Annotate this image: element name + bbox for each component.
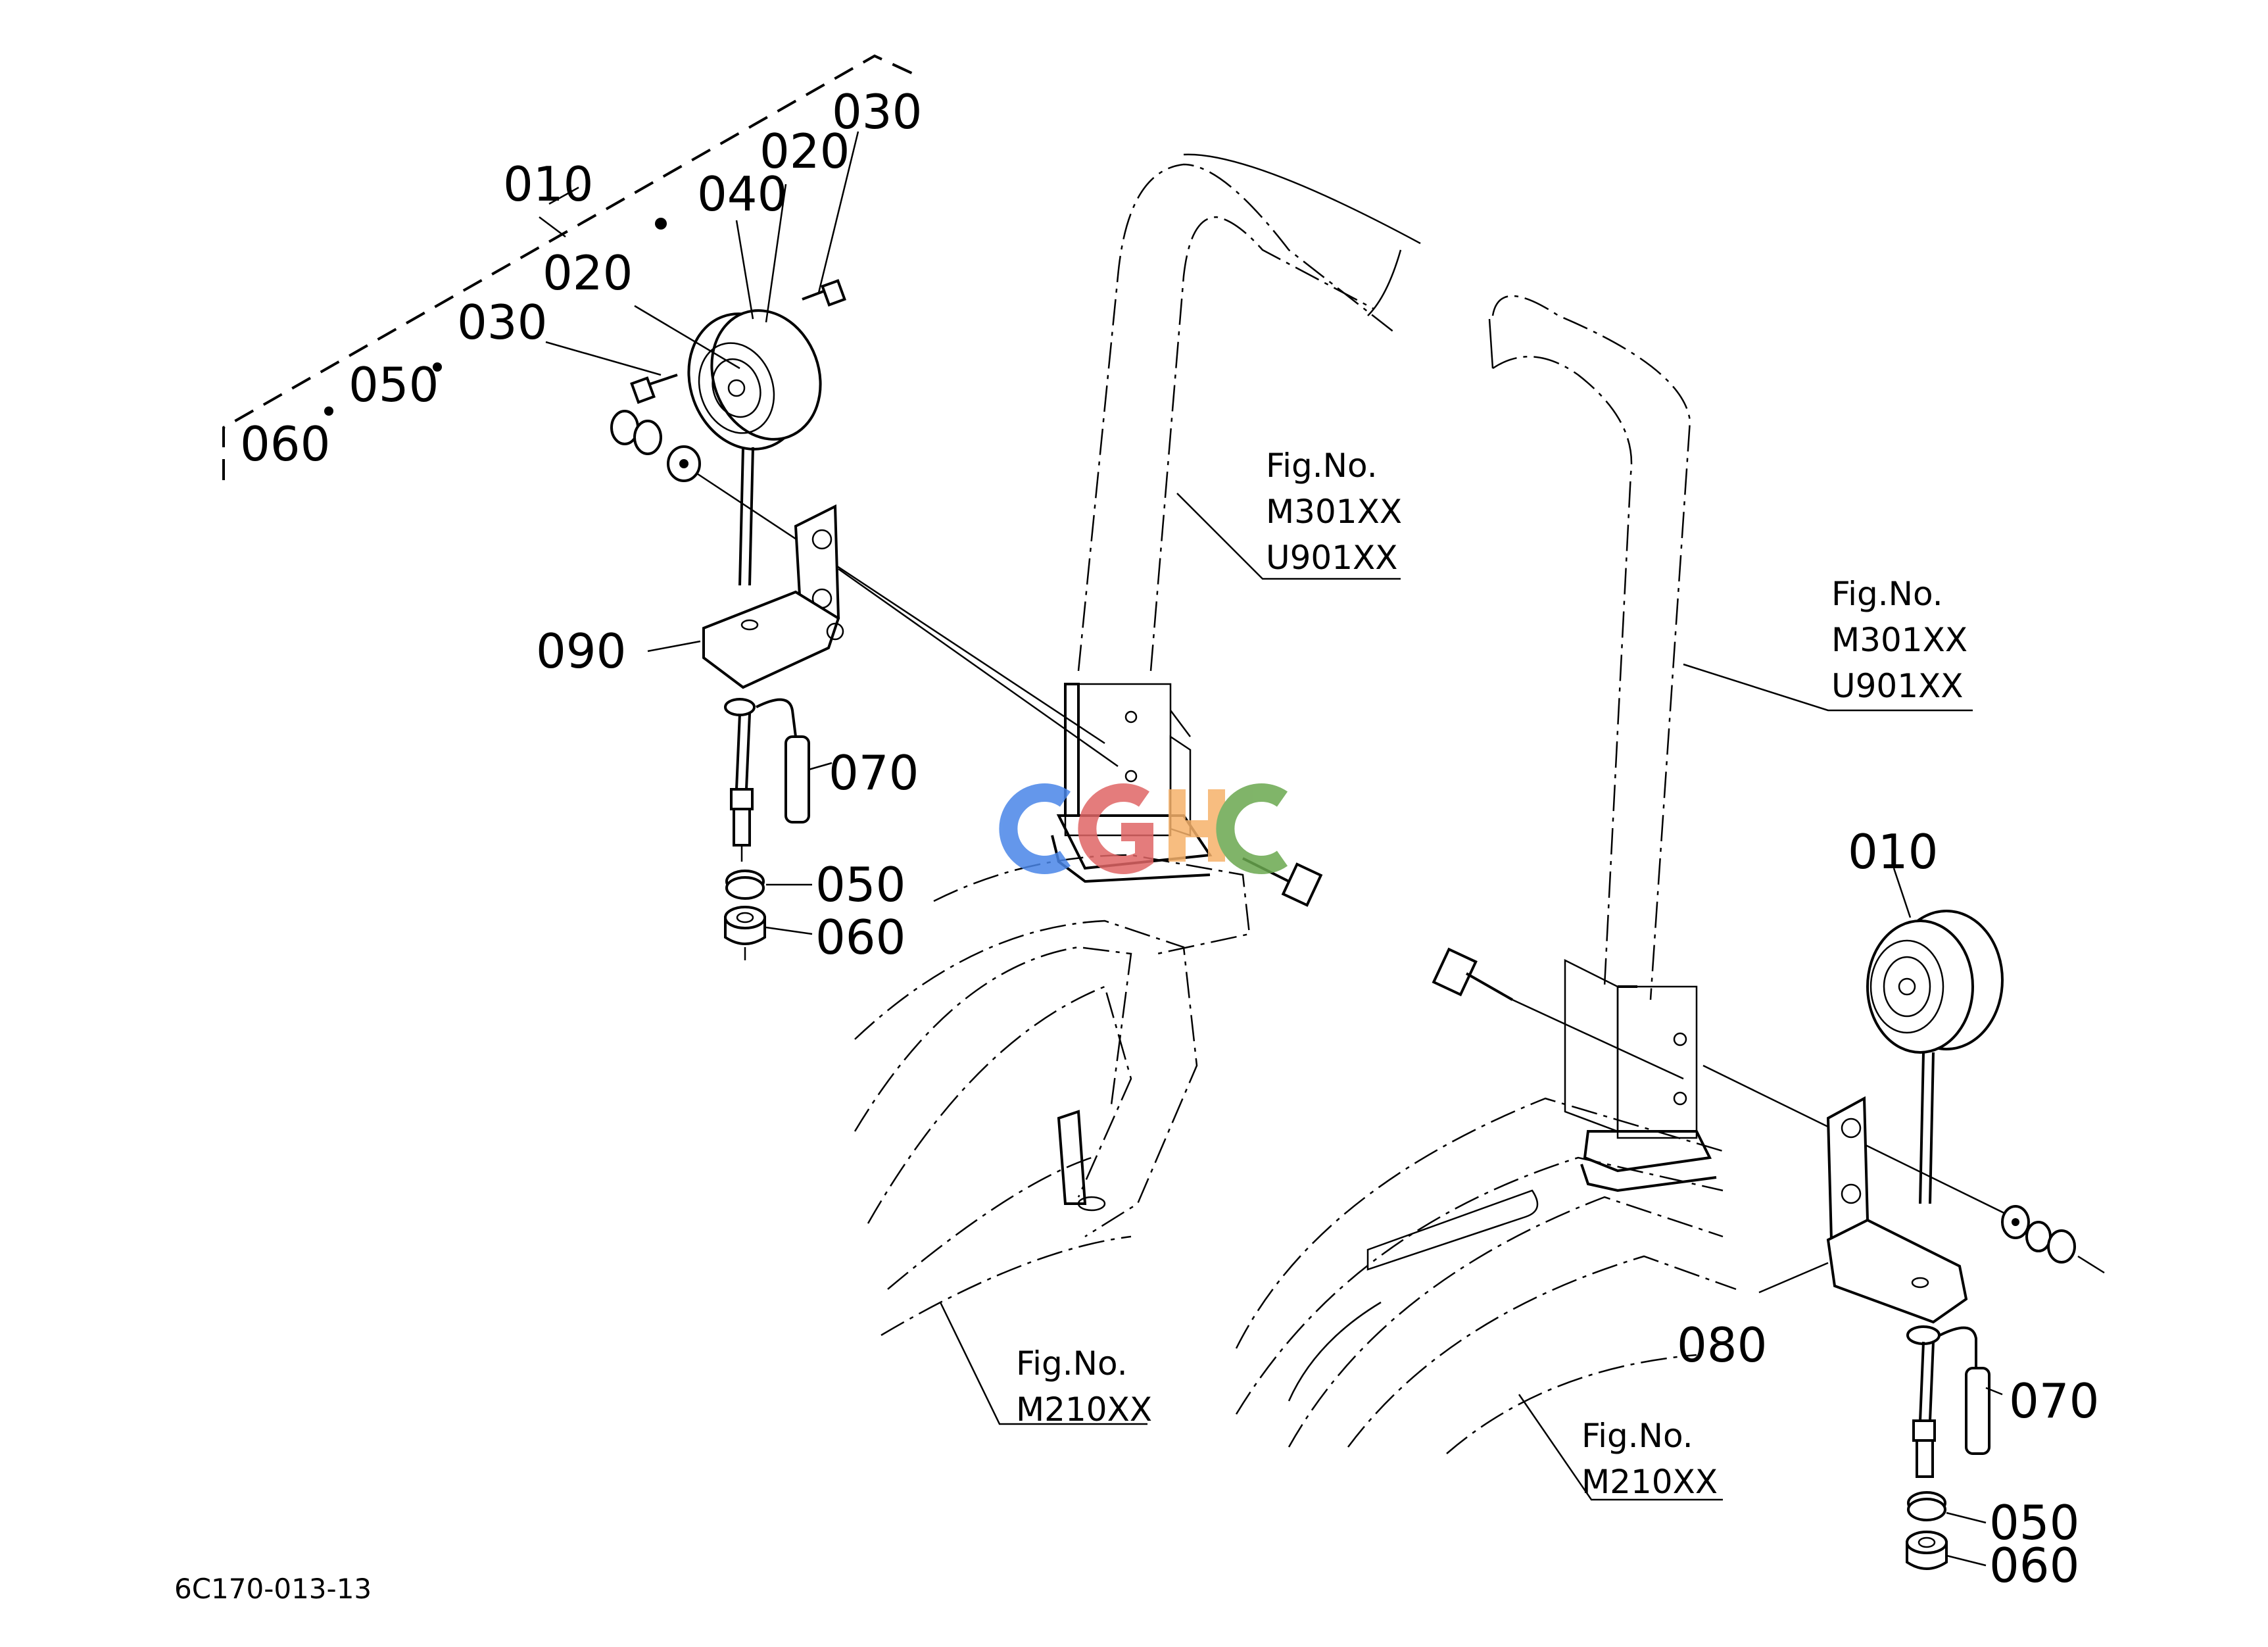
right-fender [1235, 1097, 1737, 1454]
left-bracket-090 [702, 504, 1119, 768]
kit-bracket-dashed [222, 54, 918, 480]
fig-ref-right-rops-line2: M301XX [1831, 621, 1967, 659]
callout-010-left: 010 [503, 157, 593, 212]
left-leader-lines [545, 131, 1401, 1425]
callout-060-left: 060 [815, 910, 905, 965]
callout-070-right: 070 [2009, 1373, 2099, 1429]
left-screws [630, 279, 846, 405]
callout-030-left-b: 030 [457, 295, 547, 350]
right-work-lamp [1702, 910, 2026, 1225]
fig-ref-left-fender-line2: M210XX [1016, 1390, 1152, 1429]
fig-ref-left-fender-line1: Fig.No. [1016, 1344, 1128, 1383]
callout-050-right: 050 [1989, 1495, 2079, 1550]
left-fender [854, 854, 1251, 1337]
right-nut-stack [1906, 1491, 1948, 1570]
right-bracket-080 [1826, 1096, 1968, 1324]
watermark-c-blue [999, 783, 1071, 874]
callout-080: 080 [1677, 1317, 1767, 1373]
left-nut-stack [724, 870, 766, 960]
left-assembly [222, 54, 1421, 1425]
right-leader-lines [1518, 663, 2003, 1567]
watermark-h-orange [1169, 789, 1225, 862]
fig-ref-right-rops-line3: U901XX [1831, 667, 1964, 705]
watermark-logo [999, 783, 1288, 874]
fig-ref-left-rops-line2: M301XX [1266, 493, 1402, 531]
fig-ref-left-rops-line1: Fig.No. [1266, 447, 1378, 485]
fig-ref-left-rops-line3: U901XX [1266, 539, 1398, 577]
right-cable-plug [1906, 1325, 1991, 1478]
rops-right-frame [1432, 295, 1717, 1192]
fig-ref-right-fender-line1: Fig.No. [1581, 1417, 1693, 1455]
callout-050-kit: 050 [349, 357, 439, 412]
callout-010-right: 010 [1848, 824, 1938, 879]
fig-ref-right-fender-line2: M210XX [1581, 1463, 1718, 1501]
fig-ref-right-rops-line1: Fig.No. [1831, 575, 1943, 613]
callout-030-left-a: 030 [832, 84, 922, 139]
callout-060-right: 060 [1989, 1538, 2079, 1593]
callout-020-left-a: 020 [760, 124, 850, 179]
left-lamp-hardware [610, 410, 1105, 745]
diagram-id: 6C170-013-13 [174, 1573, 372, 1605]
callout-020-left-b: 020 [543, 245, 633, 301]
callout-040-left: 040 [697, 166, 787, 222]
right-assembly [1235, 295, 2105, 1570]
watermark-c-green [1216, 783, 1288, 874]
right-lamp-hardware [2001, 1205, 2105, 1274]
left-work-lamp [687, 309, 822, 586]
callout-090: 090 [536, 624, 626, 679]
watermark-c-red [1078, 783, 1153, 874]
callout-050-left: 050 [815, 857, 905, 912]
callout-070-left: 070 [829, 745, 919, 800]
callout-060-kit: 060 [240, 416, 330, 472]
left-cable-plug [724, 698, 810, 862]
rops-left-frame [1051, 153, 1421, 907]
